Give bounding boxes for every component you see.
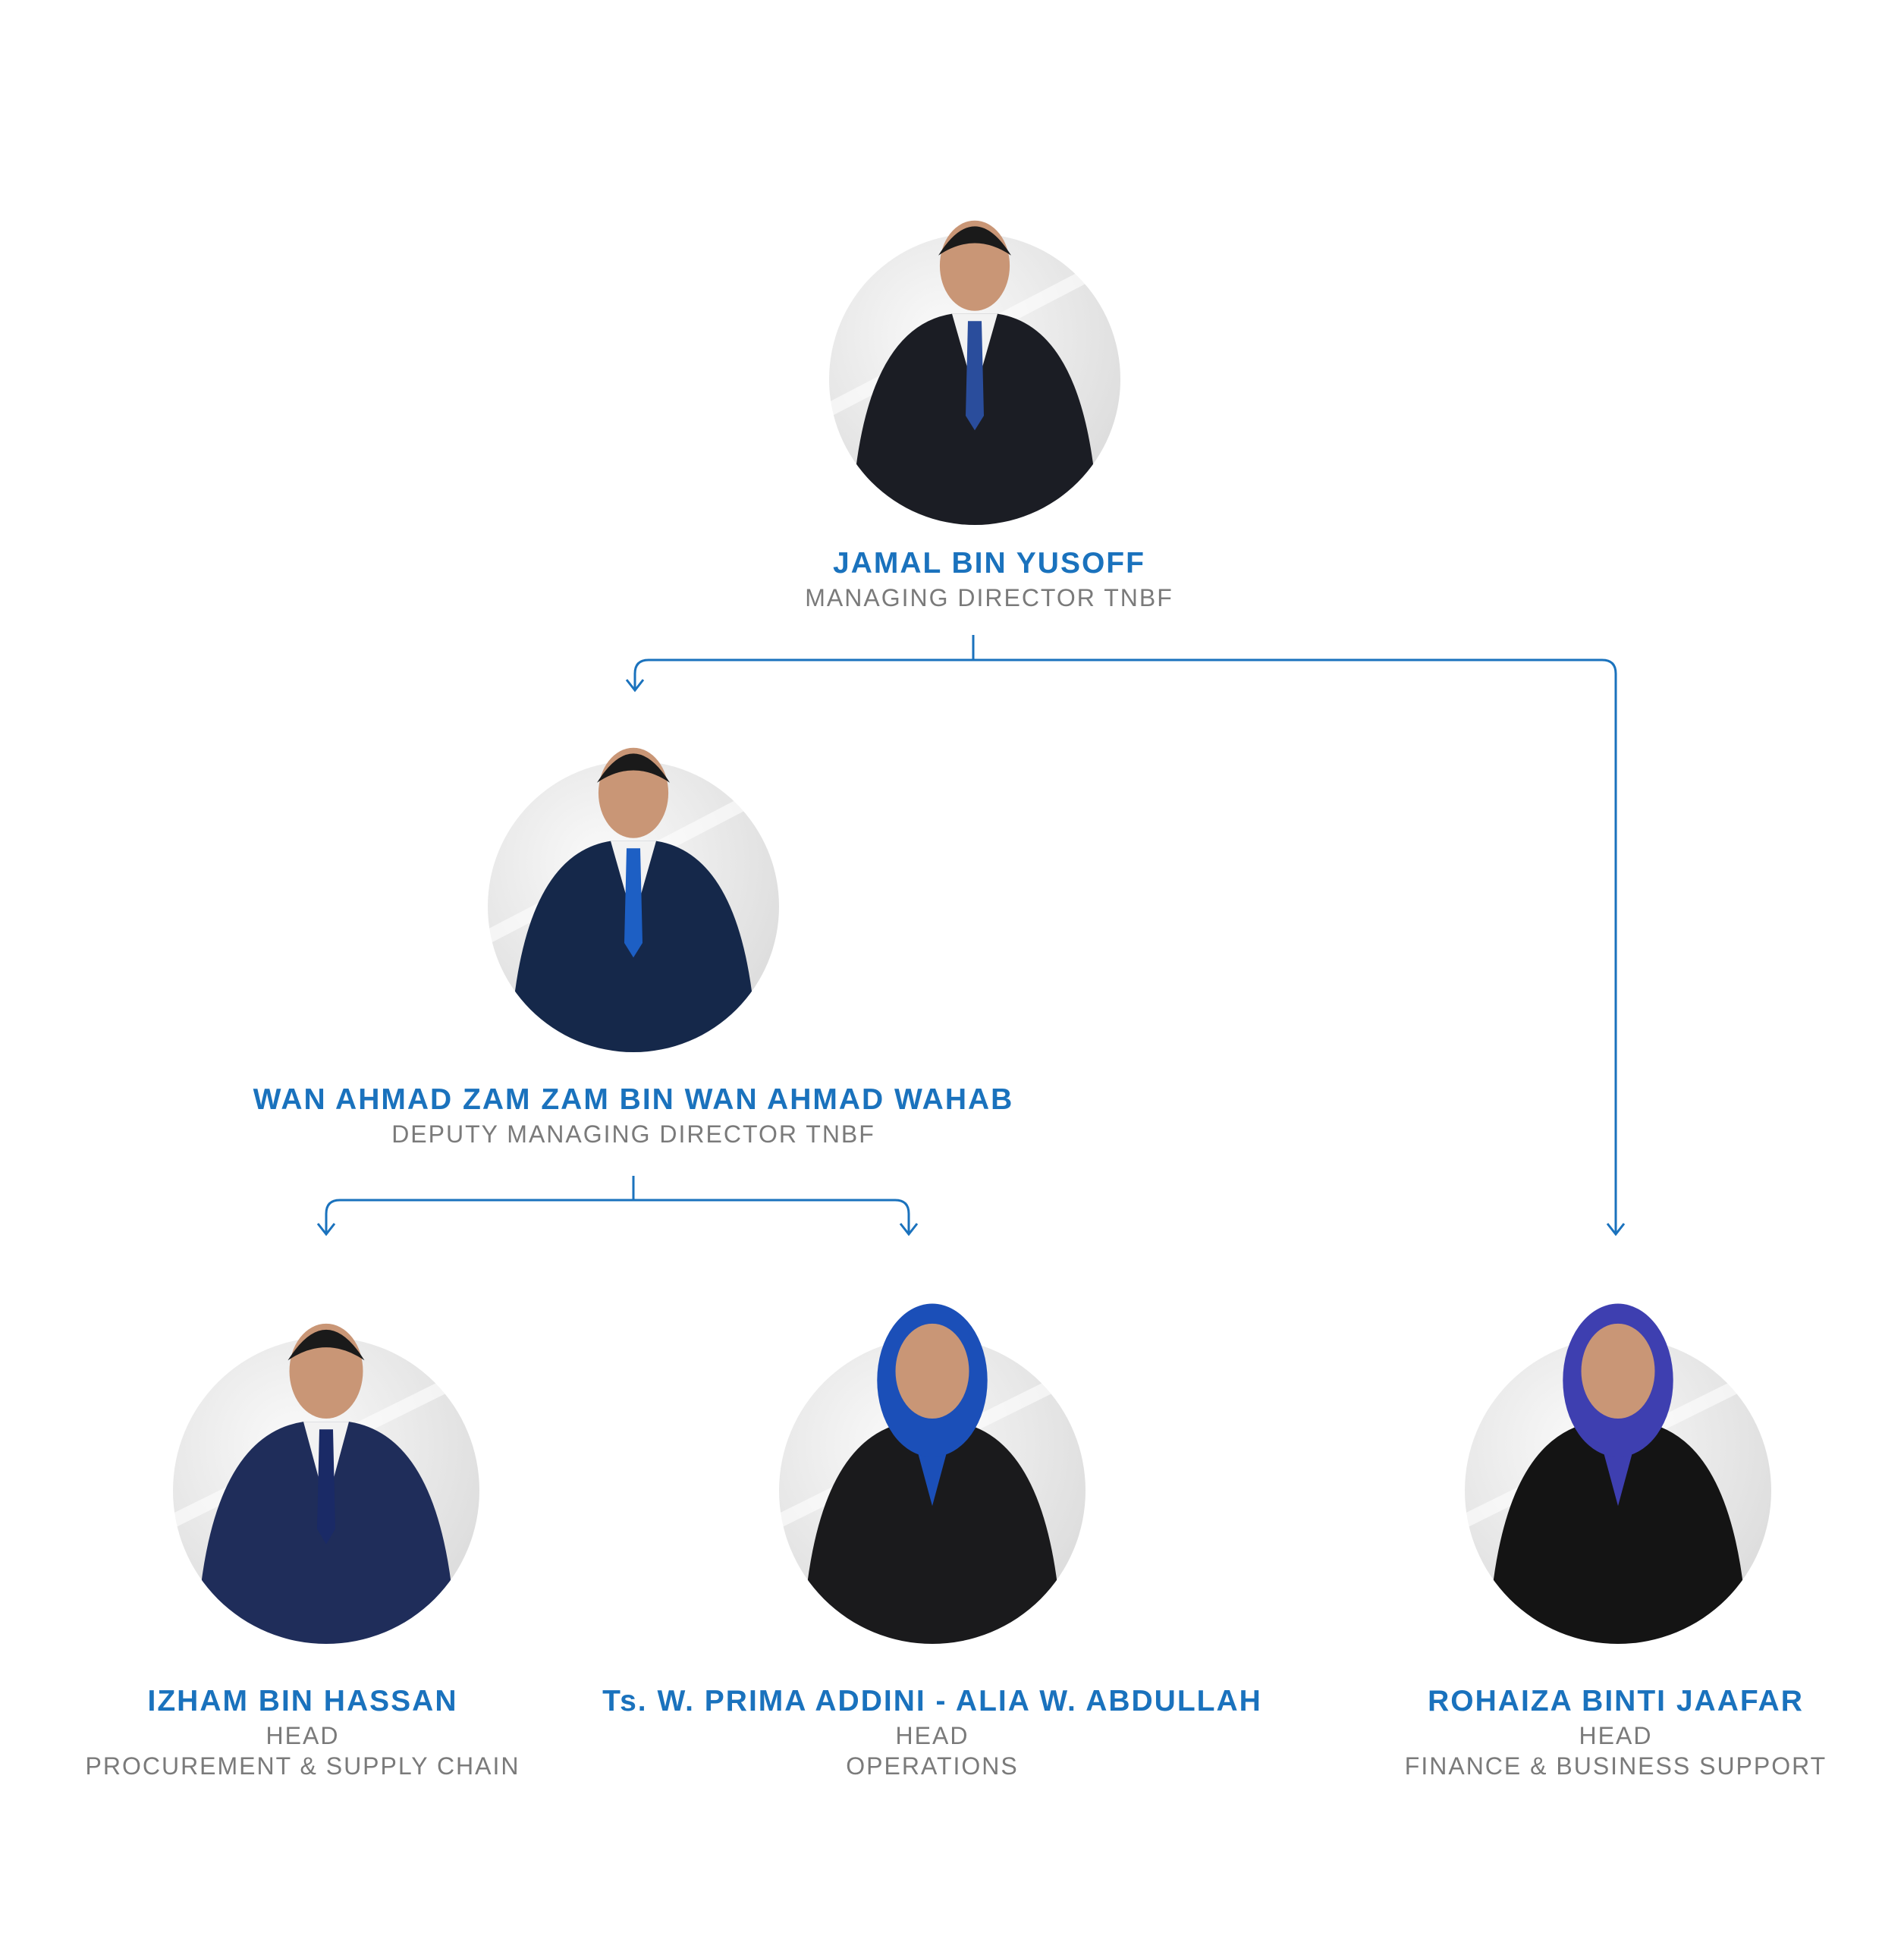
person-card-managing-director: JAMAL BIN YUSOFF MANAGING DIRECTOR TNBF <box>805 545 1174 613</box>
portrait-prima <box>776 1303 1089 1644</box>
portrait-izham <box>170 1323 482 1644</box>
person-department: OPERATIONS <box>846 1752 1019 1780</box>
person-role: HEAD <box>265 1722 340 1749</box>
connector-md-to-dmd <box>633 658 973 689</box>
person-card-finance: ROHAIZA BINTI JAAFAR HEAD FINANCE & BUSI… <box>1405 1683 1827 1781</box>
suit <box>802 1422 1063 1644</box>
tie <box>966 321 984 431</box>
face <box>1581 1323 1655 1419</box>
person-department: PROCUREMENT & SUPPLY CHAIN <box>85 1752 520 1780</box>
tie <box>317 1429 335 1544</box>
face <box>895 1323 969 1419</box>
person-role: MANAGING DIRECTOR TNBF <box>805 584 1174 611</box>
arrow-head-icon <box>1606 1223 1626 1237</box>
person-role: DEPUTY MANAGING DIRECTOR TNBF <box>391 1120 875 1148</box>
arrow-head-icon <box>625 679 645 693</box>
person-name: JAMAL BIN YUSOFF <box>833 547 1145 580</box>
tie <box>624 848 643 958</box>
arrow-head-icon <box>316 1223 336 1237</box>
connector-dmd-to-operations <box>633 1199 910 1233</box>
person-name: IZHAM BIN HASSAN <box>147 1685 458 1717</box>
person-card-deputy-managing-director: WAN AHMAD ZAM ZAM BIN WAN AHMAD WAHAB DE… <box>253 1081 1014 1149</box>
hair <box>938 226 1011 256</box>
person-name: Ts. W. PRIMA ADDINI - ALIA W. ABDULLAH <box>602 1685 1262 1717</box>
person-role: HEAD <box>1579 1722 1653 1749</box>
connector-dmd-to-procurement <box>325 1199 633 1233</box>
arrow-head-icon <box>899 1223 919 1237</box>
portrait-rohaiza <box>1462 1303 1774 1644</box>
hair <box>597 753 670 783</box>
person-department: FINANCE & BUSINESS SUPPORT <box>1404 1752 1827 1780</box>
suit <box>1488 1422 1748 1644</box>
portrait-wan-ahmad <box>484 747 783 1052</box>
connector-md-to-finance <box>973 658 1617 1233</box>
person-name: WAN AHMAD ZAM ZAM BIN WAN AHMAD WAHAB <box>253 1083 1014 1116</box>
person-card-procurement: IZHAM BIN HASSAN HEAD PROCUREMENT & SUPP… <box>86 1683 520 1781</box>
person-name: ROHAIZA BINTI JAAFAR <box>1428 1685 1804 1717</box>
person-role: HEAD <box>895 1722 969 1749</box>
person-card-operations: Ts. W. PRIMA ADDINI - ALIA W. ABDULLAH H… <box>602 1683 1262 1781</box>
hair <box>287 1329 365 1361</box>
portrait-jamal <box>825 220 1124 525</box>
